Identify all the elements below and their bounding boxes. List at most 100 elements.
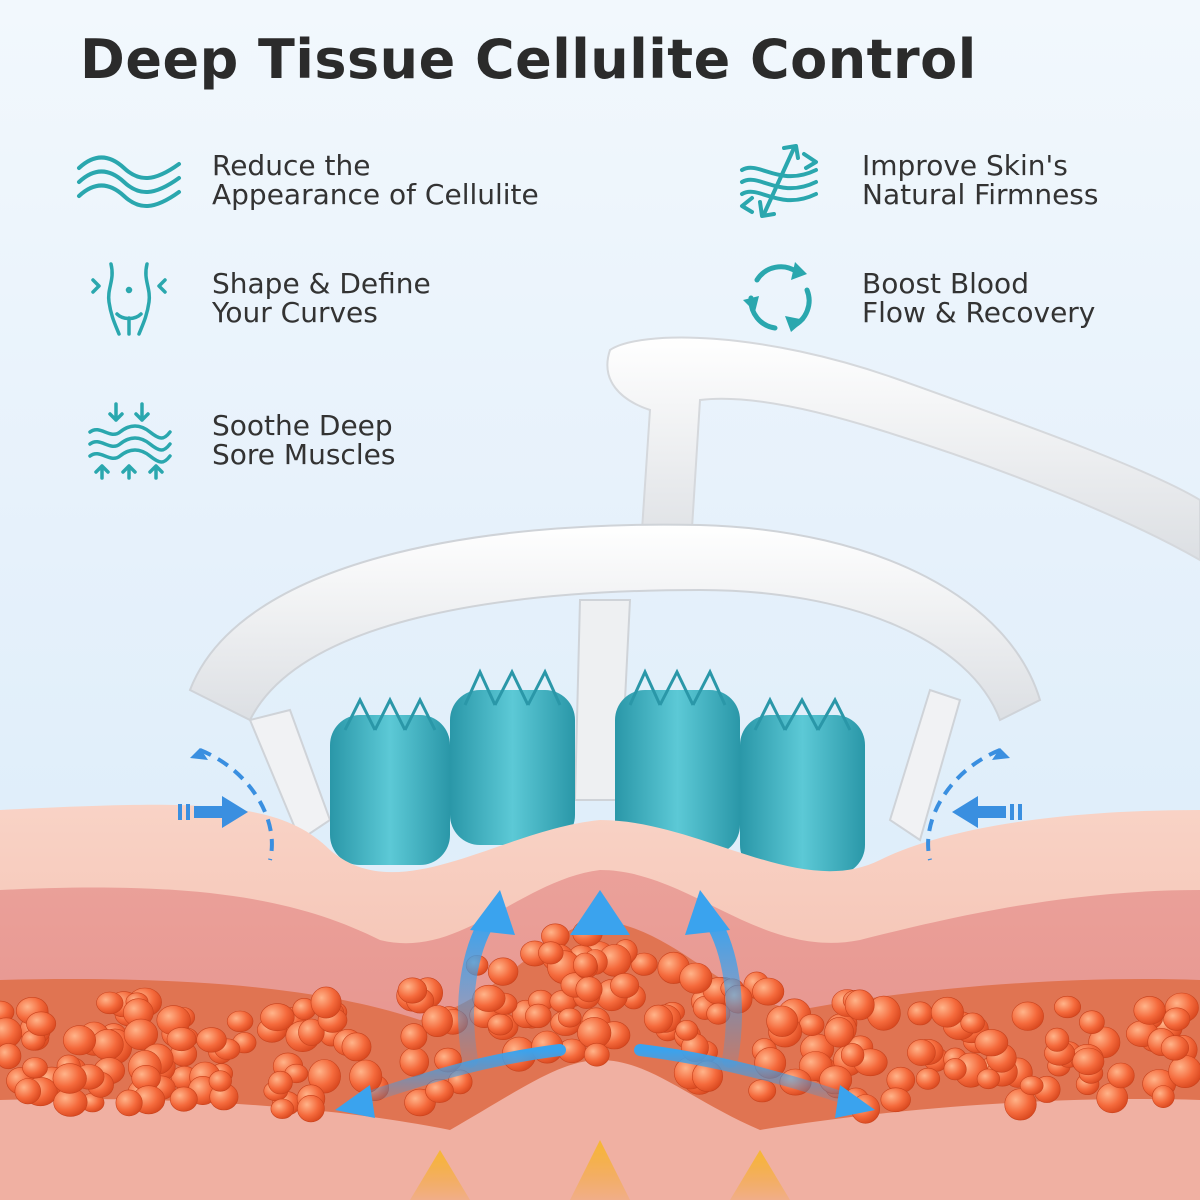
fat-cells xyxy=(0,920,1200,1124)
fat-cell xyxy=(525,1003,552,1029)
fat-cell xyxy=(400,1023,428,1050)
fat-cell xyxy=(399,1047,429,1077)
fat-cell xyxy=(907,1039,936,1066)
feature-text: Boost Blood Flow & Recovery xyxy=(862,269,1095,327)
fat-cell xyxy=(169,1086,198,1112)
feature-line: Soothe Deep xyxy=(212,409,393,442)
fat-cell xyxy=(1133,996,1166,1025)
fat-cell xyxy=(915,1067,941,1090)
fat-cell xyxy=(930,996,964,1028)
circulation-cycle-icon xyxy=(724,258,834,338)
fat-cell xyxy=(538,941,564,965)
fat-cell xyxy=(22,1057,48,1079)
arrow-right xyxy=(634,1044,875,1118)
fat-cell xyxy=(115,1089,143,1117)
fat-cell xyxy=(341,1032,372,1062)
waves-icon xyxy=(74,140,184,220)
fat-cell xyxy=(307,1059,341,1094)
feature-text: Soothe Deep Sore Muscles xyxy=(212,411,395,469)
firmness-arrows-icon xyxy=(724,140,834,220)
massager-handle xyxy=(188,336,1200,842)
fat-cell xyxy=(840,1043,865,1067)
feature-skin-firmness: Improve Skin's Natural Firmness xyxy=(724,140,1098,220)
massage-rollers xyxy=(330,668,865,875)
feature-text: Reduce the Appearance of Cellulite xyxy=(212,151,539,209)
fat-cell xyxy=(397,977,428,1004)
fat-cell xyxy=(96,991,124,1015)
fat-cell xyxy=(123,1018,158,1051)
fat-cell xyxy=(643,1004,673,1034)
fat-cell xyxy=(766,1005,799,1037)
feature-line: Your Curves xyxy=(212,296,378,329)
fat-cell xyxy=(487,957,519,986)
fat-cell xyxy=(1160,1035,1189,1061)
fat-cell xyxy=(196,1027,227,1053)
fat-cell xyxy=(976,1068,1001,1090)
body-curves-icon xyxy=(74,258,184,338)
roller xyxy=(330,696,450,865)
feature-text: Shape & Define Your Curves xyxy=(212,269,431,327)
roller xyxy=(450,668,575,845)
fat-cell xyxy=(1044,1027,1070,1052)
feature-line: Natural Firmness xyxy=(862,178,1099,211)
fat-cell xyxy=(752,977,785,1006)
fat-cell xyxy=(1004,1088,1037,1121)
fat-cell xyxy=(1079,1010,1105,1035)
feature-sore-muscles: Soothe Deep Sore Muscles xyxy=(74,400,395,480)
arrow-up-center xyxy=(570,890,630,1059)
fat-cell xyxy=(824,1017,855,1048)
fat-cell xyxy=(268,1070,293,1095)
fat-cell xyxy=(298,1018,325,1046)
fat-cell xyxy=(226,1010,254,1033)
page-title: Deep Tissue Cellulite Control xyxy=(80,28,977,91)
fat-cell xyxy=(1019,1075,1044,1096)
fat-cell xyxy=(1152,1085,1175,1109)
fat-cell xyxy=(1163,1007,1191,1031)
compression-indicator-right xyxy=(926,748,1022,861)
roller xyxy=(615,668,740,855)
arrow-up-right xyxy=(685,890,742,1068)
feature-line: Appearance of Cellulite xyxy=(212,178,539,211)
feature-line: Sore Muscles xyxy=(212,438,396,471)
fat-cell xyxy=(166,1027,197,1052)
fat-cell xyxy=(1072,1047,1105,1076)
feature-text: Improve Skin's Natural Firmness xyxy=(862,151,1098,209)
fat-cell xyxy=(62,1025,97,1056)
arrow-up-left xyxy=(458,890,515,1068)
fat-cell xyxy=(1054,995,1082,1019)
fat-cell xyxy=(748,1079,777,1103)
fat-cell xyxy=(630,952,658,976)
feature-line: Flow & Recovery xyxy=(862,296,1096,329)
fat-cell xyxy=(310,986,342,1019)
feature-line: Improve Skin's xyxy=(862,149,1068,182)
feature-shape-curves: Shape & Define Your Curves xyxy=(74,258,431,338)
fat-cell xyxy=(679,962,713,994)
fat-cell xyxy=(798,1013,825,1036)
fat-cell xyxy=(943,1058,967,1081)
fat-cell xyxy=(1011,1001,1044,1031)
fat-cell xyxy=(260,1003,295,1032)
fat-cell xyxy=(610,972,640,999)
fat-cell xyxy=(91,1029,124,1061)
fat-cell xyxy=(557,1007,582,1028)
fat-cell xyxy=(880,1087,911,1113)
fat-cell xyxy=(1107,1062,1135,1089)
fat-cell xyxy=(974,1029,1009,1057)
fat-cell xyxy=(472,984,506,1012)
lymph-flow-arrows xyxy=(335,890,875,1118)
fat-cell xyxy=(0,1043,22,1070)
fat-cell xyxy=(26,1011,57,1036)
fat-cell xyxy=(844,989,875,1021)
fat-cell xyxy=(675,1020,699,1041)
feature-line: Reduce the xyxy=(212,149,371,182)
fat-cell xyxy=(208,1070,232,1092)
feature-blood-flow: Boost Blood Flow & Recovery xyxy=(724,258,1095,338)
fat-cell xyxy=(487,1013,514,1036)
fat-cell xyxy=(907,1001,933,1026)
feature-reduce-cellulite: Reduce the Appearance of Cellulite xyxy=(74,140,539,220)
compression-indicator-left xyxy=(178,748,274,861)
arrow-left xyxy=(335,1044,566,1118)
fat-cell xyxy=(421,1005,453,1038)
